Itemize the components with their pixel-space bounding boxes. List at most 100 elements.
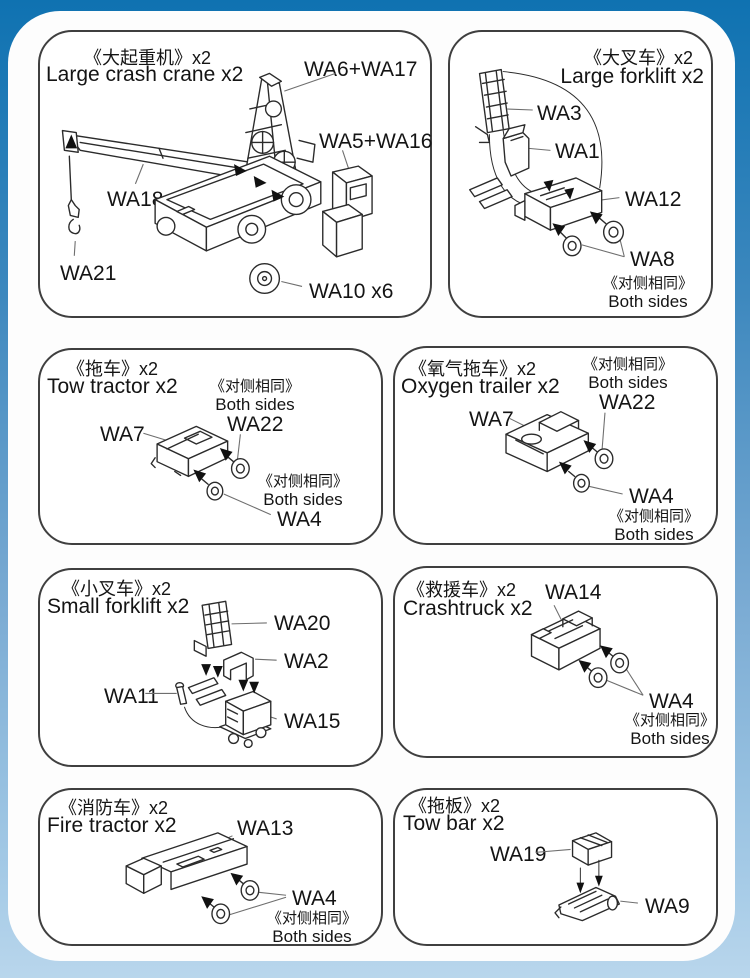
part-label: WA7: [100, 423, 145, 446]
leader-lines: [535, 848, 638, 904]
both-sides-note: 《对侧相同》 Both sides: [266, 910, 357, 947]
forks: [187, 677, 227, 706]
oxygen-trailer-drawing: [505, 411, 623, 495]
crash-crane-drawing: [61, 72, 373, 295]
part-wa7-body: [150, 425, 229, 478]
panel-tow-tractor: 《拖车》x2 Tow tractor x2 《对侧相同》 Both sides …: [38, 348, 383, 545]
tow-bar-drawing: [535, 832, 638, 922]
part-label: WA8: [630, 248, 675, 271]
part-label: WA12: [625, 188, 682, 211]
panel-title-en: Tow tractor x2: [47, 375, 178, 398]
leader-lines: [73, 72, 350, 287]
panel-title-zh: 《氧气拖车》x2: [409, 359, 537, 379]
both-sides-note: 《对侧相同》 Both sides: [608, 508, 699, 545]
part-wa11-pin: [175, 682, 225, 728]
part-wa22-wheel: [226, 456, 250, 480]
part-label: WA6+WA17: [304, 58, 418, 81]
part-label: WA2: [284, 650, 329, 673]
part-wa7-body: [505, 411, 590, 473]
panel-title-zh: 《拖板》x2: [409, 796, 501, 816]
part-wa5-wa16: [322, 165, 373, 258]
panel-fire-tractor: 《消防车》x2 Fire tractor x2 WA13 WA4 《对侧相同》 …: [38, 788, 383, 946]
panel-title-en: Large crash crane x2: [46, 63, 244, 86]
part-label: WA22: [599, 391, 656, 414]
part-wa20-mast: [193, 600, 233, 657]
part-label: WA1: [555, 140, 600, 163]
part-wa22-wheel: [590, 446, 614, 470]
part-wa9: [554, 886, 621, 922]
both-sides-note: 《对侧相同》 Both sides: [602, 275, 693, 312]
both-sides-note: 《对侧相同》 Both sides: [624, 712, 715, 749]
part-label: WA18: [107, 188, 164, 211]
small-forklift-drawing: [145, 600, 277, 749]
part-label: WA9: [645, 895, 690, 918]
part-wa1-bracket: [502, 124, 530, 177]
panel-title-zh: 《消防车》x2: [59, 798, 169, 818]
part-wa14-body: [530, 610, 601, 671]
assembly-arrows: [558, 440, 597, 475]
crane-truck-body: [154, 155, 322, 252]
assembly-arrows: [201, 664, 260, 694]
assembly-arrows: [65, 134, 285, 202]
panel-title-zh: 《大起重机》x2: [84, 48, 212, 68]
part-label: WA11: [104, 685, 159, 708]
panel-title-en: Fire tractor x2: [47, 814, 177, 837]
part-wa4-wheels: [207, 878, 260, 925]
panel-small-forklift: 《小叉车》x2 Small forklift x2 WA20 WA2 WA11 …: [38, 568, 383, 767]
assembly-arrows: [576, 875, 603, 894]
large-forklift-drawing: [469, 68, 625, 258]
panel-crashtruck: 《救援车》x2 Crashtruck x2 WA14 WA4 《对侧相同》 Bo…: [393, 566, 718, 758]
part-wa15-body: [219, 690, 272, 749]
part-wa4-wheels: [584, 650, 630, 689]
part-label: WA4: [277, 508, 322, 531]
part-label: WA10 x6: [309, 280, 394, 303]
part-wa12-body: [514, 177, 603, 231]
part-label: WA14: [545, 581, 602, 604]
leader-lines: [145, 622, 277, 720]
panel-large-crash-crane: 《大起重机》x2 Large crash crane x2 WA6+WA17 W…: [38, 30, 432, 318]
panel-title-zh: 《拖车》x2: [67, 359, 159, 379]
assembly-guides: [579, 859, 600, 885]
truck-wheels: [156, 184, 312, 244]
assembly-arrows: [543, 179, 603, 237]
panel-title-en: Oxygen trailer x2: [401, 375, 560, 398]
part-wa10-wheel: [249, 263, 281, 295]
part-label: WA15: [284, 710, 341, 733]
part-wa8-wheels: [558, 217, 625, 257]
both-sides-note: 《对侧相同》 Both sides: [582, 356, 673, 393]
crane-hook: [67, 155, 81, 235]
part-label: WA3: [537, 102, 582, 125]
part-label: WA5+WA16: [319, 130, 433, 153]
part-label: WA20: [274, 612, 331, 635]
panel-title-zh: 《小叉车》x2: [62, 579, 172, 599]
assembly-arrows: [201, 872, 244, 909]
part-wa4-wheel: [568, 470, 590, 493]
part-wa4-wheel: [201, 478, 224, 501]
part-label: WA19: [490, 843, 547, 866]
part-wa19: [571, 832, 613, 866]
panel-large-forklift: 《大叉车》x2 Large forklift x2 WA3 WA1 WA12 W…: [448, 30, 713, 318]
panel-title-en: Tow bar x2: [403, 812, 505, 835]
part-wa2-bracket: [223, 651, 254, 681]
part-label: WA13: [237, 817, 294, 840]
part-label: WA22: [227, 413, 284, 436]
part-wa13-body: [125, 832, 248, 894]
part-label: WA21: [60, 262, 117, 285]
part-label: WA7: [469, 408, 514, 431]
assembly-arrows: [578, 645, 613, 673]
panel-oxygen-trailer: 《氧气拖车》x2 Oxygen trailer x2 《对侧相同》 Both s…: [393, 346, 718, 545]
panel-title-zh: 《大叉车》x2: [583, 48, 693, 68]
part-wa3-mast: [474, 68, 510, 144]
panel-tow-bar: 《拖板》x2 Tow bar x2 WA19 WA9: [393, 788, 718, 946]
panel-title-en: Large forklift x2: [560, 65, 704, 88]
crashtruck-drawing: [530, 604, 644, 696]
part-label: WA4: [629, 485, 674, 508]
fire-tractor-drawing: [125, 832, 287, 925]
panel-title-en: Small forklift x2: [47, 595, 190, 618]
part-label: WA4: [649, 690, 694, 713]
both-sides-note: 《对侧相同》 Both sides: [257, 473, 348, 510]
panel-title-en: Crashtruck x2: [403, 597, 533, 620]
tow-tractor-drawing: [143, 425, 271, 516]
both-sides-note: 《对侧相同》 Both sides: [209, 378, 300, 415]
